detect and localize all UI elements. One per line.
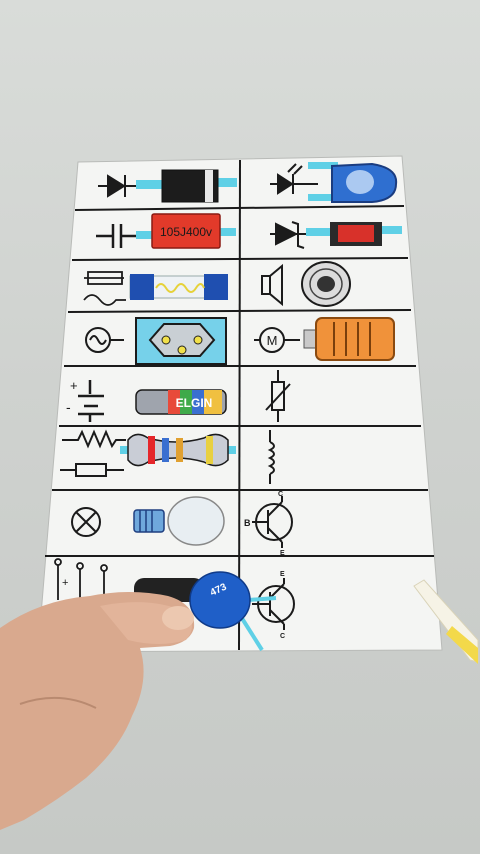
capacitor-component: 105J400v [136, 213, 236, 249]
npn-base-label: B [244, 518, 251, 528]
npn-transistor-symbol [252, 496, 293, 548]
resistor-symbol [60, 429, 126, 477]
rail-plus-label: + [62, 577, 68, 589]
resistor-component [120, 433, 236, 467]
battery-symbol [78, 380, 104, 422]
battery-plus-label: + [70, 378, 78, 393]
battery-component: ELGIN [135, 389, 227, 415]
motor-letter: M [267, 333, 278, 348]
led-component [308, 162, 398, 203]
motor-symbol: M [254, 327, 300, 353]
lamp-component [133, 496, 225, 546]
plug-component [135, 317, 227, 365]
led-symbol [270, 163, 318, 195]
inductor-symbol [267, 430, 275, 484]
capacitor-code-label: 105J400v [160, 225, 212, 239]
fuse-component [129, 274, 228, 300]
npn-emitter-label: E [280, 550, 285, 557]
battery-brand-label: ELGIN [176, 396, 213, 410]
pnp-collector-label: C [280, 633, 285, 640]
fuse-symbol [83, 271, 126, 306]
lamp-symbol [71, 507, 101, 537]
pnp-emitter-label: E [280, 571, 285, 578]
highlighter-pen [413, 579, 479, 664]
speaker-component [301, 261, 351, 307]
variable-resistor-symbol [265, 370, 291, 422]
ac-source-symbol [85, 327, 124, 353]
npn-collector-label: C [278, 491, 283, 498]
chart-grid [45, 159, 434, 651]
ceramic-capacitor: 473 [189, 571, 277, 652]
battery-minus-label: - [66, 399, 71, 415]
zener-component [306, 222, 402, 246]
motor-component [303, 317, 395, 361]
speaker-symbol [261, 263, 283, 307]
pnp-transistor-symbol [252, 578, 295, 630]
hand [0, 592, 195, 830]
diode-component [136, 169, 237, 203]
